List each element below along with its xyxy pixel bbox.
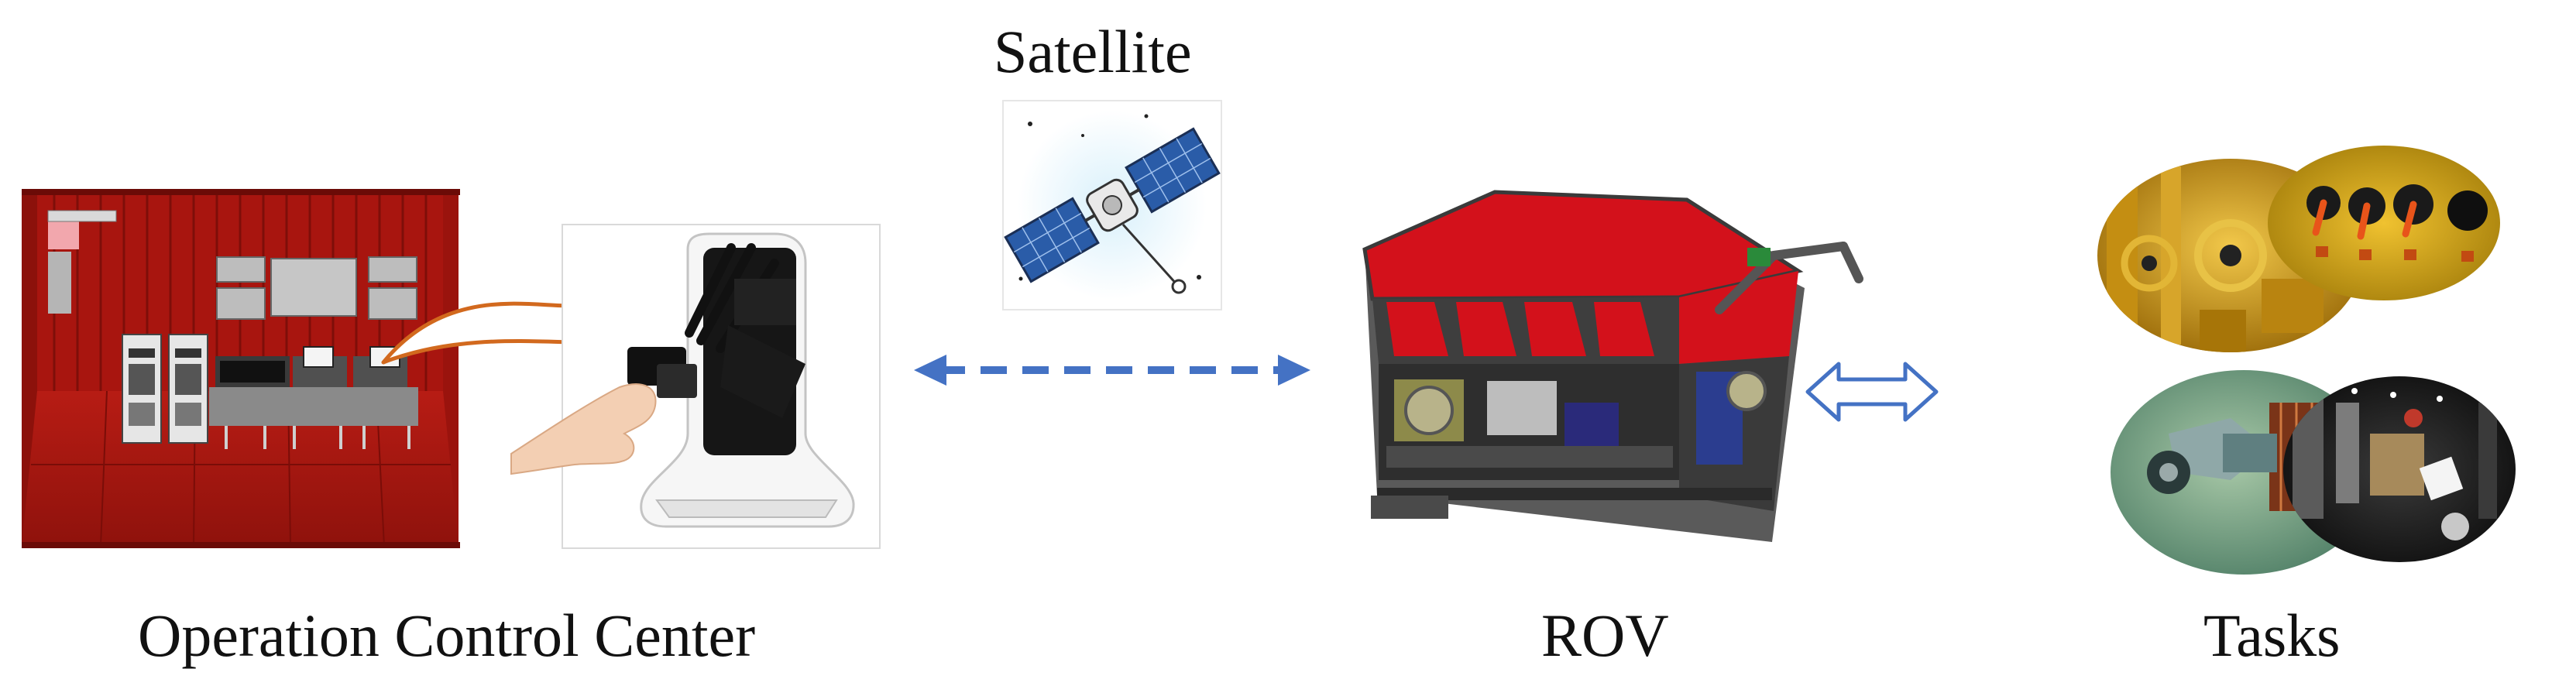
rov-vehicle-illustration xyxy=(1362,190,1863,542)
satellite-icon xyxy=(1002,100,1222,310)
operation-control-center-label: Operation Control Center xyxy=(138,602,756,669)
satellite-link-arrow xyxy=(914,355,1310,386)
rov-label: ROV xyxy=(1541,602,1669,669)
haptic-controller-illustration xyxy=(510,224,881,549)
equipment-rack-photo xyxy=(2283,376,2516,562)
satellite-label: Satellite xyxy=(994,18,1192,85)
tasks-label: Tasks xyxy=(2203,602,2341,669)
valve-board-photo xyxy=(2268,146,2500,300)
control-room-illustration xyxy=(22,189,460,548)
bidirectional-arrow xyxy=(1805,362,1939,422)
